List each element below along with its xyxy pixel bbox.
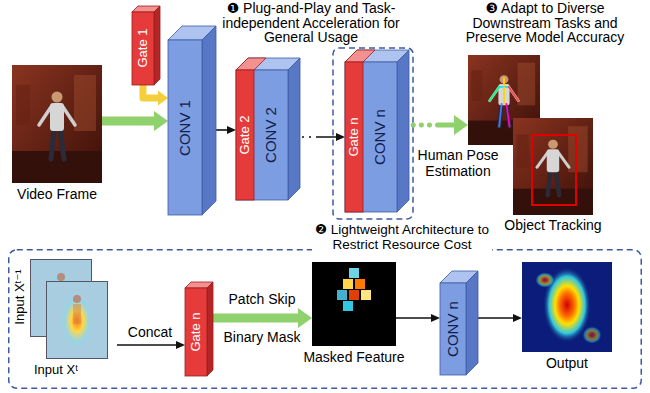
caption: Masked Feature: [294, 350, 414, 366]
block-label: Input Xᵗ⁻¹: [13, 269, 28, 324]
image-node: Object Tracking: [513, 118, 593, 215]
caption: ❷ Lightweight Architecture to Restrict R…: [312, 222, 492, 252]
front-face: [236, 70, 288, 200]
caption: Video Frame: [2, 187, 112, 203]
side-face: [397, 50, 409, 212]
tracking-box: [532, 135, 576, 205]
edge-label: Concat: [126, 325, 174, 341]
connector: [117, 344, 176, 346]
edge-label: Patch Skip: [227, 292, 298, 308]
side-face: [466, 271, 478, 375]
caption: Input Xᵗ: [34, 363, 114, 378]
block-label: Gate n: [189, 312, 204, 351]
front-face: [345, 62, 363, 212]
input-heatmap: [46, 281, 108, 359]
gate-block: Gate 2: [236, 70, 254, 200]
side-face: [207, 282, 213, 376]
annotation: ❶ Plug-and-Play and Task-independent Acc…: [222, 1, 400, 45]
top-face: [236, 58, 266, 70]
side-face: [288, 58, 300, 200]
front-face: [236, 70, 254, 200]
side-face: [154, 6, 160, 85]
dashed-border: [9, 250, 642, 389]
image-node: Human Pose Estimation: [468, 55, 540, 145]
masked-feature-map: [312, 262, 396, 346]
caption: Output: [507, 356, 627, 372]
conv-block: CONV 2 Gate 2: [236, 70, 288, 200]
front-face: [345, 62, 397, 212]
tracking-image: [513, 118, 593, 215]
connector: [143, 85, 158, 98]
detail-panel: ❷ Lightweight Architecture to Restrict R…: [8, 249, 642, 389]
annotation: Binary Mask: [212, 330, 312, 346]
block-label: Gate n: [347, 117, 362, 156]
caption: Object Tracking: [493, 218, 613, 234]
front-face: [440, 283, 466, 375]
gate-block: Gate 1: [132, 12, 154, 85]
output-hotspot: [535, 272, 555, 288]
gate-block: Gate n: [185, 288, 207, 376]
front-face: [132, 12, 154, 85]
block-label: Gate 1: [136, 28, 151, 67]
front-face: [185, 288, 207, 376]
conv-block: CONV n: [440, 283, 466, 375]
zoom-frame: [333, 48, 413, 219]
connector: [207, 314, 298, 323]
top-face: [345, 50, 375, 62]
input-stack: Input Xᵗ⁻¹ Input Xᵗ: [12, 253, 117, 385]
block-label: CONV n: [372, 109, 389, 165]
connector: [396, 317, 431, 319]
block-label: CONV 1: [177, 100, 194, 156]
conv-block: CONV n Gate n: [345, 62, 397, 212]
image-node: Video Frame: [12, 65, 102, 183]
video-frame-image: [12, 65, 102, 183]
output-heatmap: [522, 262, 612, 352]
image-node: Output: [522, 262, 612, 352]
output-hotspot: [582, 326, 602, 344]
front-face: [168, 40, 202, 215]
caption: Human Pose Estimation: [416, 148, 500, 179]
block-label: CONV 2: [263, 107, 280, 163]
annotation: ❸ Adapt to Diverse Downstream Tasks and …: [455, 1, 635, 45]
block-label: CONV n: [445, 301, 462, 357]
gate-block: Gate n: [345, 62, 363, 212]
side-face: [202, 26, 216, 215]
connector: [102, 117, 154, 126]
skipped-patches: [337, 268, 371, 311]
image-node: Masked Feature: [312, 262, 396, 346]
block-label: Gate 2: [238, 115, 253, 154]
conv-block: CONV 1: [168, 40, 202, 215]
